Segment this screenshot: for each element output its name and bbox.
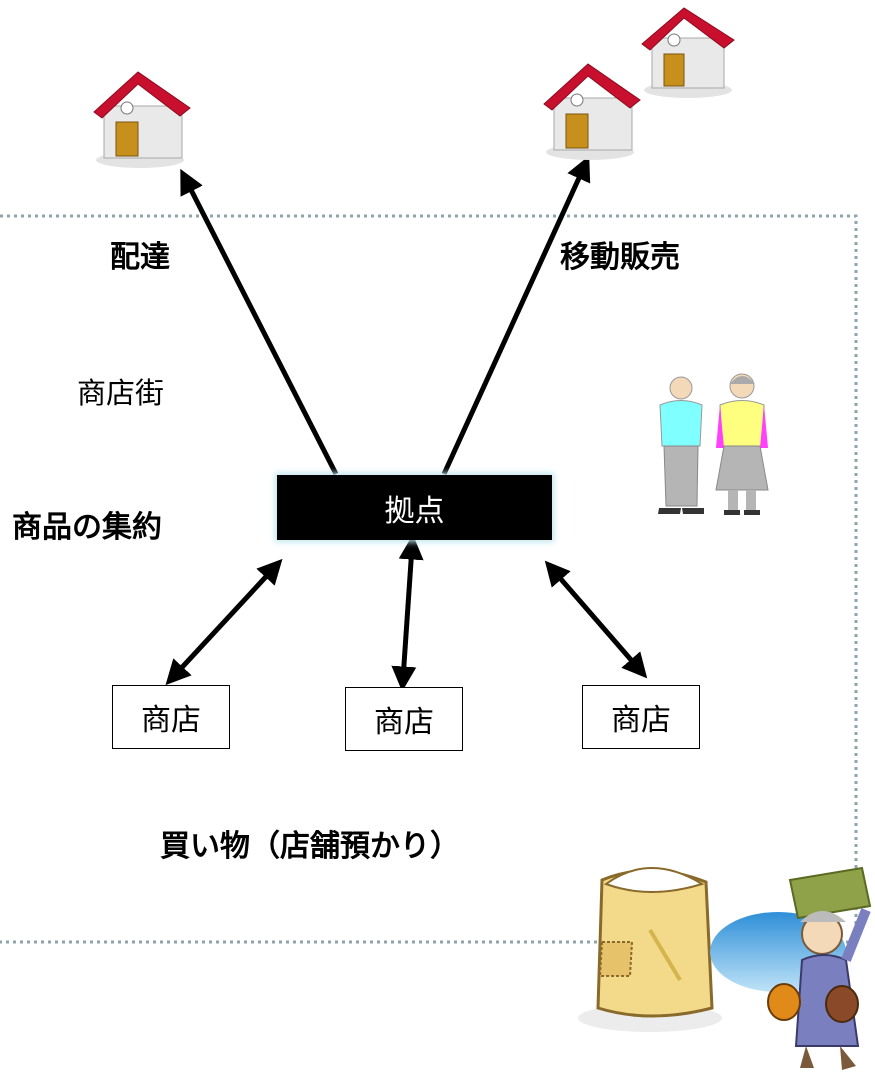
label-delivery: 配達 (110, 240, 170, 275)
shop-label: 商店 (611, 703, 671, 738)
label-shopping-street: 商店街 (77, 376, 165, 410)
shopping-district-boundary (0, 214, 858, 944)
elderly-woman-shopping-icon (710, 866, 872, 1070)
hub-box: 拠点 (277, 475, 552, 540)
arrow-shop-left (165, 558, 283, 686)
shop-box: 商店 (112, 685, 230, 749)
arrow-shop-right (544, 560, 648, 679)
arrow-mobile-sales (441, 155, 591, 476)
label-shopping-storage: 買い物（店舗預かり） (160, 829, 460, 864)
label-consolidation: 商品の集約 (12, 510, 162, 545)
rice-bag-icon (578, 867, 722, 1032)
house-icon (543, 63, 641, 160)
house-icon (93, 71, 191, 168)
elderly-couple-icon (658, 373, 769, 515)
shop-box: 商店 (345, 687, 463, 751)
shop-label: 商店 (141, 703, 201, 738)
shop-label: 商店 (374, 705, 434, 740)
arrow-delivery (180, 168, 339, 476)
shop-box: 商店 (582, 685, 700, 749)
arrow-shop-center (391, 534, 424, 692)
label-mobile-sales: 移動販売 (560, 240, 680, 275)
hub-label: 拠点 (384, 493, 445, 529)
house-icon (641, 7, 735, 98)
